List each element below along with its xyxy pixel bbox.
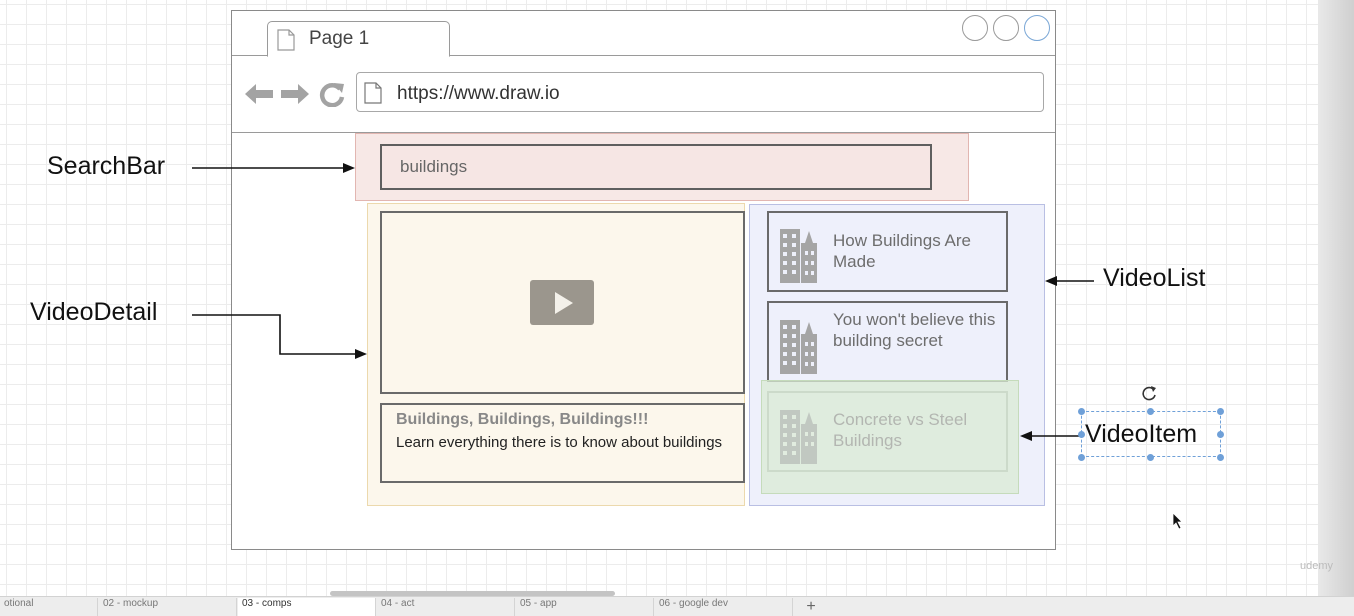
- building-thumbnail-icon: [780, 229, 817, 283]
- horizontal-scrollbar[interactable]: [330, 591, 615, 596]
- reload-icon[interactable]: [318, 81, 346, 107]
- page-icon: [364, 82, 382, 104]
- right-panel-edge: [1318, 0, 1354, 596]
- resize-handle[interactable]: [1147, 408, 1154, 415]
- page-tab[interactable]: 04 - act: [377, 598, 515, 616]
- video-detail-title: Buildings, Buildings, Buildings!!!: [396, 411, 649, 428]
- building-thumbnail-icon: [780, 320, 817, 374]
- tab-bar-divider: [232, 55, 1055, 56]
- page-tab[interactable]: 05 - app: [516, 598, 654, 616]
- url-bar[interactable]: [356, 72, 1044, 112]
- resize-handle[interactable]: [1078, 408, 1085, 415]
- page-tab[interactable]: 02 - mockup: [99, 598, 237, 616]
- videodetail-annotation-label[interactable]: VideoDetail: [30, 298, 158, 326]
- page-tab[interactable]: otional: [0, 598, 98, 616]
- resize-handle[interactable]: [1217, 431, 1224, 438]
- selection-box[interactable]: [1081, 411, 1221, 457]
- resize-handle[interactable]: [1217, 454, 1224, 461]
- video-item-title: You won't believe this building secret: [833, 310, 996, 350]
- video-item-title: Concrete vs Steel Buildings: [833, 410, 968, 450]
- building-thumbnail-icon: [780, 410, 817, 464]
- video-item-title: How Buildings Are Made: [833, 231, 971, 271]
- resize-handle[interactable]: [1217, 408, 1224, 415]
- window-control-circle[interactable]: [1024, 15, 1050, 41]
- search-input[interactable]: [380, 144, 932, 190]
- search-query-text: buildings: [400, 157, 468, 176]
- url-text: https://www.draw.io: [397, 83, 560, 104]
- browser-tab[interactable]: [267, 21, 450, 57]
- page-tab[interactable]: 06 - google dev: [655, 598, 793, 616]
- searchbar-annotation-label[interactable]: SearchBar: [47, 152, 166, 180]
- play-triangle-icon: [555, 292, 573, 314]
- video-detail-description: Learn everything there is to know about …: [396, 434, 723, 451]
- window-control-circle[interactable]: [962, 15, 988, 41]
- resize-handle[interactable]: [1078, 454, 1085, 461]
- back-arrow-icon[interactable]: [244, 82, 274, 106]
- rotate-icon[interactable]: [1140, 384, 1158, 402]
- mouse-cursor-icon: [1172, 512, 1183, 530]
- address-bar-divider: [232, 132, 1055, 133]
- tab-label: Page 1: [309, 28, 370, 49]
- video-detail-info[interactable]: [380, 403, 745, 483]
- page-icon: [277, 29, 295, 51]
- videoitem-annotation-label[interactable]: VideoItem: [1085, 420, 1198, 448]
- page-tab-active[interactable]: 03 - comps: [238, 598, 376, 616]
- videolist-annotation-label[interactable]: VideoList: [1103, 264, 1206, 292]
- resize-handle[interactable]: [1078, 431, 1085, 438]
- udemy-watermark: udemy: [1300, 560, 1334, 572]
- resize-handle[interactable]: [1147, 454, 1154, 461]
- forward-arrow-icon[interactable]: [280, 82, 310, 106]
- window-control-circle[interactable]: [993, 15, 1019, 41]
- add-page-button[interactable]: +: [806, 598, 816, 615]
